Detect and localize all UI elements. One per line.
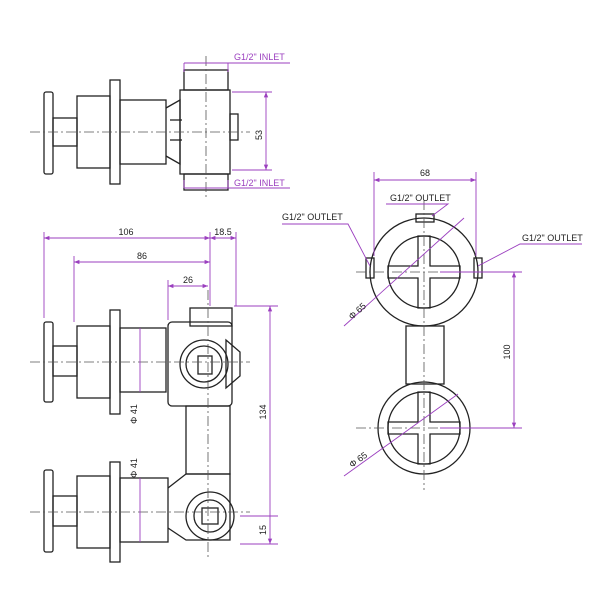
side-valve-port-circle — [179, 339, 229, 389]
side-dim-134: 134 — [258, 404, 268, 419]
side-diameter-upper: Φ 41 — [129, 404, 139, 424]
side-dim-86: 86 — [137, 251, 147, 261]
front-upper-outlet-left — [365, 257, 375, 279]
front-diameter-upper: Φ 65 — [347, 301, 368, 322]
front-upper-outlet-right — [473, 257, 483, 279]
side-valve-top-port — [189, 307, 233, 327]
top-view — [43, 69, 239, 191]
front-diameter-lower: Φ 65 — [347, 450, 369, 470]
front-upper-cross-handle — [387, 235, 461, 309]
side-lower-handle-stem — [52, 495, 78, 527]
side-view-dimensions — [43, 232, 278, 545]
front-lower-cross-handle — [387, 391, 461, 465]
side-upper-body — [119, 327, 167, 393]
front-view-centerlines — [356, 200, 500, 490]
front-dim-100: 100 — [502, 344, 512, 359]
side-lower-body — [119, 477, 169, 543]
side-dim-26: 26 — [183, 275, 193, 285]
front-outlet-label-top: G1/2" OUTLET — [390, 193, 451, 203]
front-dim-68: 68 — [420, 168, 430, 178]
top-handle-plate — [43, 91, 54, 175]
side-upper-handle-stem — [52, 345, 78, 377]
top-side-plug — [229, 113, 239, 141]
top-height-dimension: 53 — [254, 130, 264, 140]
side-lower-elbow — [167, 473, 231, 541]
front-view-dimensions — [282, 172, 582, 477]
side-dim-15: 15 — [258, 525, 268, 535]
front-outlet-label-right: G1/2" OUTLET — [522, 233, 583, 243]
side-lower-handle-plate — [43, 469, 54, 553]
top-view-dimensions — [183, 62, 290, 189]
side-diameter-lower: Φ 41 — [129, 458, 139, 478]
side-dim-18-5: 18.5 — [214, 227, 232, 237]
front-upper-outlet-top — [415, 213, 435, 223]
side-dim-106: 106 — [118, 227, 133, 237]
side-lower-port-outer — [185, 491, 235, 541]
side-view — [43, 307, 241, 563]
side-lower-port-inner — [193, 499, 227, 533]
front-outlet-label-left: G1/2" OUTLET — [282, 212, 343, 222]
top-inlet-label-lower: G1/2" INLET — [234, 178, 285, 188]
front-connecting-tube — [405, 325, 445, 385]
top-view-centerlines — [30, 56, 250, 198]
top-inlet-label-upper: G1/2" INLET — [234, 52, 285, 62]
